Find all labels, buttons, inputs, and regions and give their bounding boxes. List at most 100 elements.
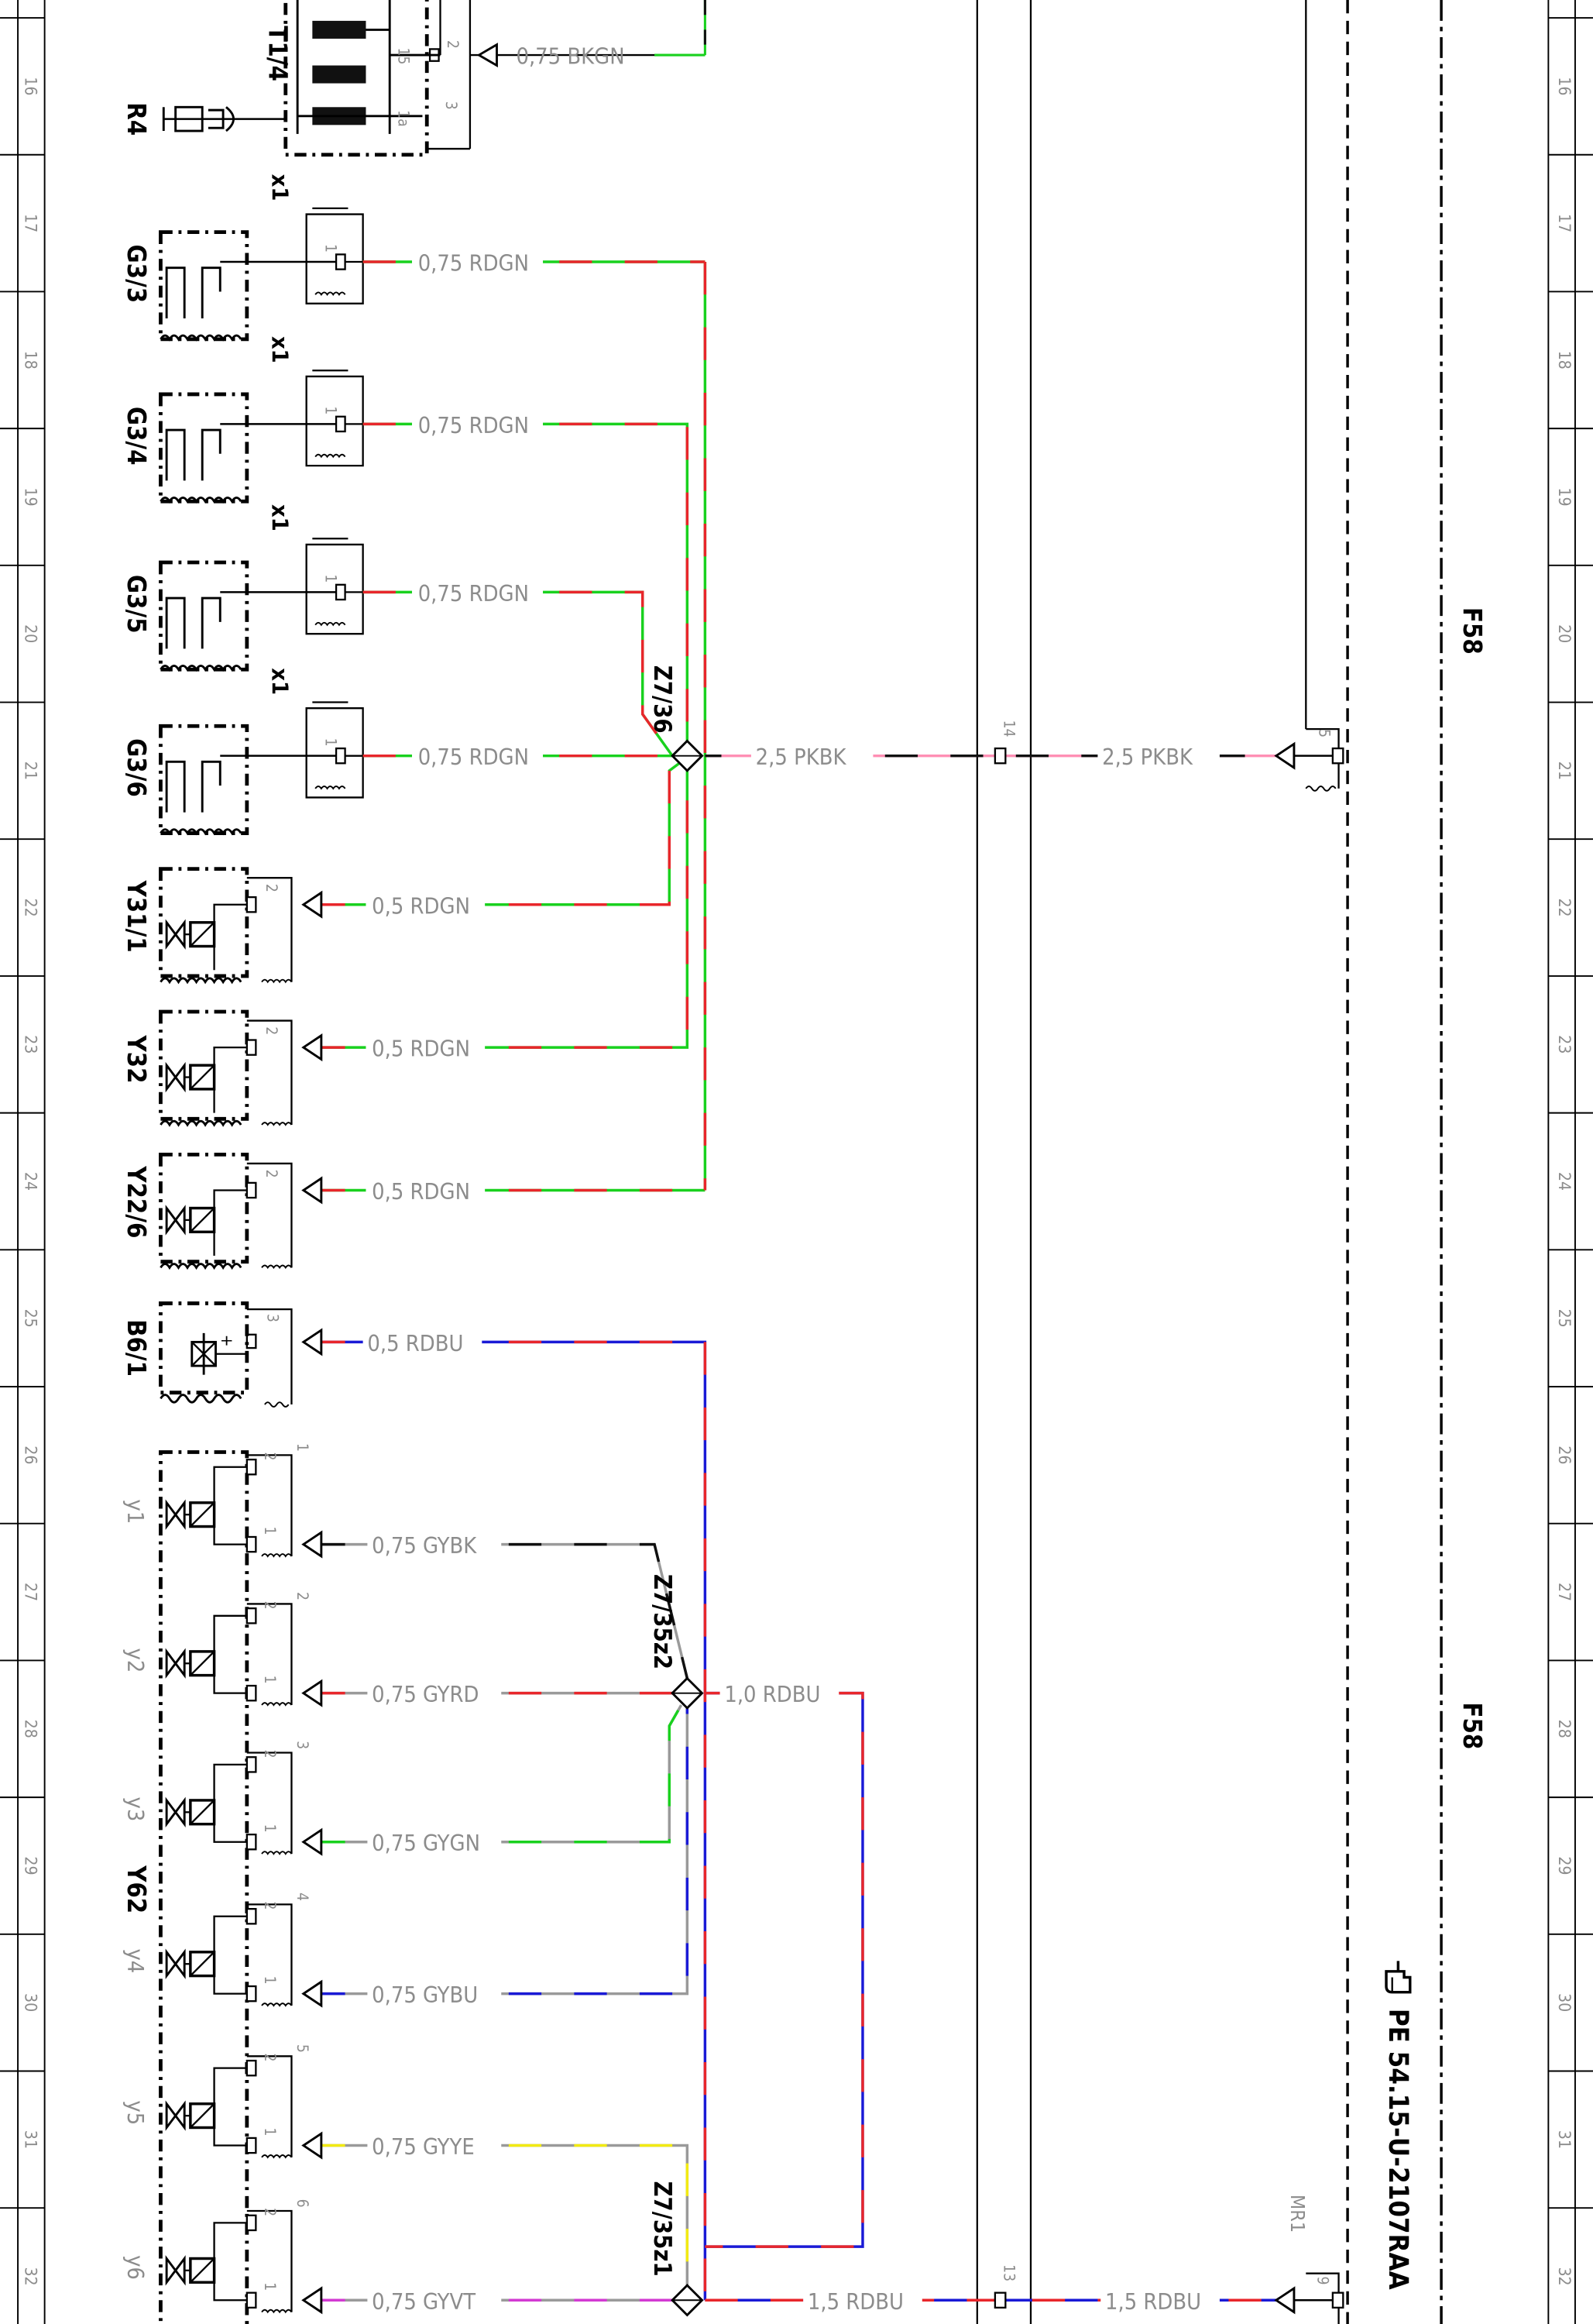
connector-f5-pin: 5 bbox=[1316, 729, 1334, 737]
splice-z7-36: Z7/36 bbox=[648, 665, 704, 772]
row-label-right-29: 29 bbox=[1555, 1856, 1574, 1875]
valve-y2-label: y2 bbox=[122, 1648, 149, 1673]
t1-4-label: T1/4 bbox=[263, 26, 293, 81]
wire-label-pkbk-2: 2,5 PKBK bbox=[1102, 744, 1193, 770]
y311-pin: 2 bbox=[263, 884, 280, 892]
solenoid-valve-icon bbox=[165, 1061, 216, 1093]
g35-pin: 1 bbox=[322, 574, 340, 583]
row-label-right-28: 28 bbox=[1555, 1720, 1574, 1738]
valve-y4-pin-lower: 1 bbox=[261, 1976, 279, 1985]
y226-pin: 2 bbox=[263, 1170, 280, 1178]
g34-pin: 1 bbox=[322, 406, 340, 414]
valve-y4-pin-upper: 2 bbox=[261, 1902, 279, 1910]
wire-label-b61: 0,5 RDBU bbox=[367, 1330, 463, 1356]
valve-y3-label: y3 bbox=[122, 1797, 149, 1822]
component-y226: 2 Y22/6 bbox=[122, 1152, 293, 1270]
t1-4-pin-15: 15 bbox=[395, 47, 413, 64]
wire-y6: 0,75 GYVT bbox=[301, 2282, 502, 2319]
wire-g33: 0,75 RDGN bbox=[412, 243, 544, 280]
solenoid-valve-icon bbox=[165, 2255, 216, 2286]
row-label-right-25: 25 bbox=[1555, 1309, 1574, 1328]
wire-b61: 0,5 RDBU bbox=[301, 1324, 482, 1360]
row-label-right-21: 21 bbox=[1555, 761, 1574, 780]
wires-rdbu: 0,5 RDBU bbox=[301, 1324, 707, 2301]
y32-pin: 2 bbox=[263, 1026, 280, 1035]
row-label-right-32: 32 bbox=[1555, 2267, 1574, 2285]
wire-bkgn: 0,75 BKGN bbox=[469, 0, 706, 70]
component-b6-1: B6/1 3 + bbox=[122, 1301, 293, 1408]
row-label-left-24: 24 bbox=[22, 1172, 41, 1191]
g33-x1-label: x1 bbox=[266, 174, 293, 201]
g33-pin: 1 bbox=[322, 244, 340, 253]
mr1-label: MR1 bbox=[1286, 2195, 1309, 2233]
solenoid-valve-icon bbox=[165, 1648, 216, 1679]
y311-label: Y31/1 bbox=[122, 879, 151, 952]
row-label-left-23: 23 bbox=[22, 1035, 41, 1054]
splice-z7-35z2: Z7/35z2 bbox=[648, 1574, 704, 1710]
wire-label-g36: 0,75 RDGN bbox=[418, 744, 529, 770]
valve-y1-pin-lower: 1 bbox=[261, 1527, 279, 1535]
wire-y311: 0,5 RDGN bbox=[301, 886, 486, 923]
row-label-left-20: 20 bbox=[22, 624, 41, 643]
row-label-left-32: 32 bbox=[22, 2267, 41, 2285]
reference-text: PE 54.15-U-2107RAA bbox=[1382, 2009, 1413, 2290]
wire-label-y3: 0,75 GYGN bbox=[372, 1830, 480, 1856]
solenoid-valve-icon bbox=[165, 1205, 216, 1236]
valve-y5-label: y5 bbox=[122, 2100, 149, 2125]
b6-1-plus: + bbox=[218, 1335, 237, 1347]
component-g33: G3/3 x1 1 bbox=[122, 174, 364, 342]
g35-x1-label: x1 bbox=[266, 504, 293, 531]
wire-label-y2: 0,75 GYRD bbox=[372, 1681, 479, 1707]
row-label-right-30: 30 bbox=[1555, 1993, 1574, 2012]
valve-y6-label: y6 bbox=[122, 2255, 149, 2280]
t1-4-pin-2: 2 bbox=[444, 40, 462, 49]
row-label-right-17: 17 bbox=[1555, 214, 1574, 232]
solenoid-valve-icon bbox=[165, 1948, 216, 1979]
component-y311: 2 Y31/1 bbox=[122, 867, 293, 985]
y226-label: Y22/6 bbox=[122, 1165, 151, 1238]
f58-label-upper: F58 bbox=[1457, 607, 1487, 655]
valve-y4-label: y4 bbox=[122, 1948, 149, 1973]
row-label-left-19: 19 bbox=[22, 487, 41, 506]
g36-pin: 1 bbox=[322, 738, 340, 747]
wire-y4: 0,75 GYBU bbox=[301, 1975, 502, 2012]
valve-y3-pin-num: 3 bbox=[294, 1741, 311, 1749]
row-label-left-25: 25 bbox=[22, 1309, 41, 1328]
g34-label: G3/4 bbox=[122, 407, 151, 466]
row-label-right-20: 20 bbox=[1555, 624, 1574, 643]
row-label-left-28: 28 bbox=[22, 1720, 41, 1738]
splice-z7-36-label: Z7/36 bbox=[648, 665, 676, 734]
solenoid-valve-icon bbox=[165, 919, 216, 950]
row-label-right-18: 18 bbox=[1555, 351, 1574, 370]
wire-label-y32: 0,5 RDGN bbox=[372, 1036, 470, 1062]
row-label-right-31: 31 bbox=[1555, 2130, 1574, 2149]
splice-z7-35z1-label: Z7/35z1 bbox=[648, 2181, 676, 2277]
row-label-right-19: 19 bbox=[1555, 487, 1574, 506]
wire-label-g34: 0,75 RDGN bbox=[418, 412, 529, 438]
wire-y3: 0,75 GYGN bbox=[301, 1824, 502, 1860]
reference-note: PE 54.15-U-2107RAA bbox=[1382, 1961, 1413, 2290]
r4-label: R4 bbox=[122, 102, 151, 136]
valve-y6-pin-upper: 2 bbox=[261, 2208, 279, 2216]
connector-13-pin: 13 bbox=[1000, 2264, 1018, 2281]
valve-y5-pin-upper: 2 bbox=[261, 2053, 279, 2061]
valve-y5-pin-lower: 1 bbox=[261, 2127, 279, 2136]
g33-label: G3/3 bbox=[122, 245, 151, 304]
wire-label-rdbu-15b: 1,5 RDBU bbox=[1105, 2288, 1201, 2315]
valve-y2-pin-num: 2 bbox=[294, 1592, 311, 1600]
valve-y1-pin-num: 1 bbox=[294, 1443, 311, 1452]
connector-14-pin: 14 bbox=[1000, 720, 1018, 737]
wire-label-y226: 0,5 RDGN bbox=[372, 1178, 470, 1205]
row-label-right-24: 24 bbox=[1555, 1172, 1574, 1191]
